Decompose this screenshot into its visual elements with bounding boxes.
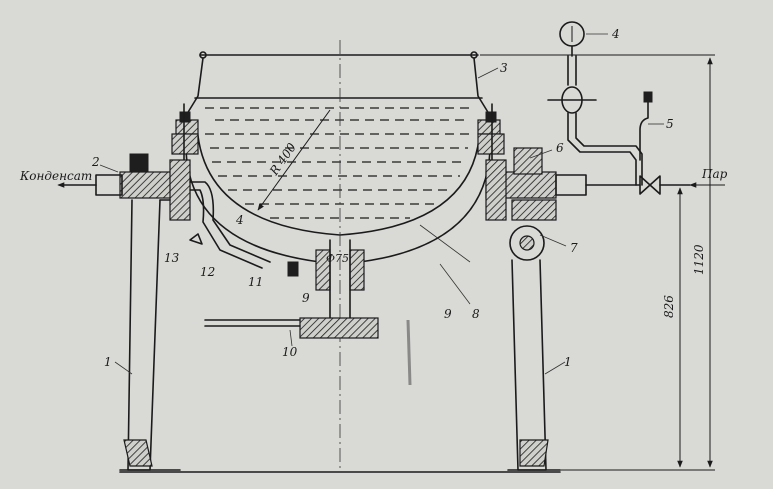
- callout-1-right: 1: [564, 355, 572, 369]
- callout-11: 11: [248, 275, 263, 289]
- callout-7: 7: [570, 241, 578, 255]
- steam-label: Пар: [701, 167, 728, 181]
- callout-9-right: 9: [444, 307, 452, 321]
- dimension-lines: [57, 54, 725, 471]
- left-trunnion: [59, 153, 271, 269]
- leader-lines: [99, 33, 664, 375]
- dim-1120-label: 1120: [692, 244, 706, 275]
- right-trunnion: [485, 147, 691, 261]
- callout-2: 2: [91, 155, 100, 169]
- right-leg: [507, 259, 561, 471]
- callout-9-inner: 9: [302, 291, 310, 305]
- callout-6: 6: [556, 141, 564, 155]
- drain-assembly: [204, 239, 379, 339]
- left-flange: [171, 103, 199, 161]
- callout-4-gauge: 4: [611, 27, 620, 41]
- liquid-fill: [205, 107, 472, 219]
- callout-8: 8: [472, 307, 480, 321]
- callout-10: 10: [282, 345, 298, 359]
- callout-13: 13: [164, 251, 180, 265]
- diameter-label: Φ75: [326, 252, 349, 265]
- callout-5: 5: [666, 117, 674, 131]
- scratch-mark: [406, 319, 412, 386]
- callout-4-bowl: 4: [235, 213, 244, 227]
- right-flange: [477, 103, 505, 161]
- condensate-label: Конденсат: [19, 169, 92, 183]
- callout-3: 3: [500, 61, 508, 75]
- callout-1-left: 1: [104, 355, 112, 369]
- callout-12: 12: [200, 265, 215, 279]
- dim-826-label: 826: [662, 295, 676, 318]
- cooking-bowl: [181, 51, 495, 263]
- left-leg: [119, 199, 181, 471]
- gauge-piping: [547, 21, 653, 186]
